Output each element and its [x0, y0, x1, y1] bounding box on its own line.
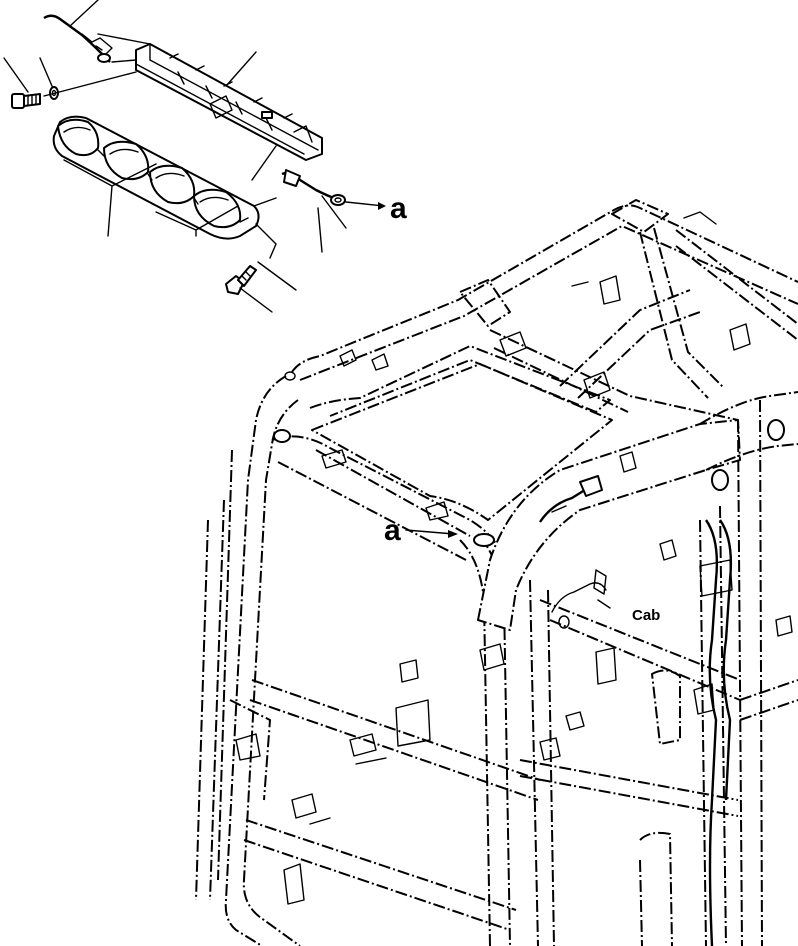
ref-label-a-top: a	[390, 192, 407, 225]
bolt-icon	[11, 93, 41, 109]
cab-frame-icon	[195, 199, 798, 946]
ref-arrow-a-middle	[405, 529, 458, 538]
ref-label-a-middle: a	[384, 514, 401, 547]
harness-connector-icon	[43, 14, 113, 63]
leader-lines	[3, 0, 347, 313]
lamp-assembly-icon	[52, 115, 260, 240]
lamp-bolt	[225, 265, 257, 295]
cab-label: Cab	[632, 607, 660, 624]
mounting-bracket-icon	[135, 43, 323, 161]
connector-a-upper	[281, 169, 386, 210]
